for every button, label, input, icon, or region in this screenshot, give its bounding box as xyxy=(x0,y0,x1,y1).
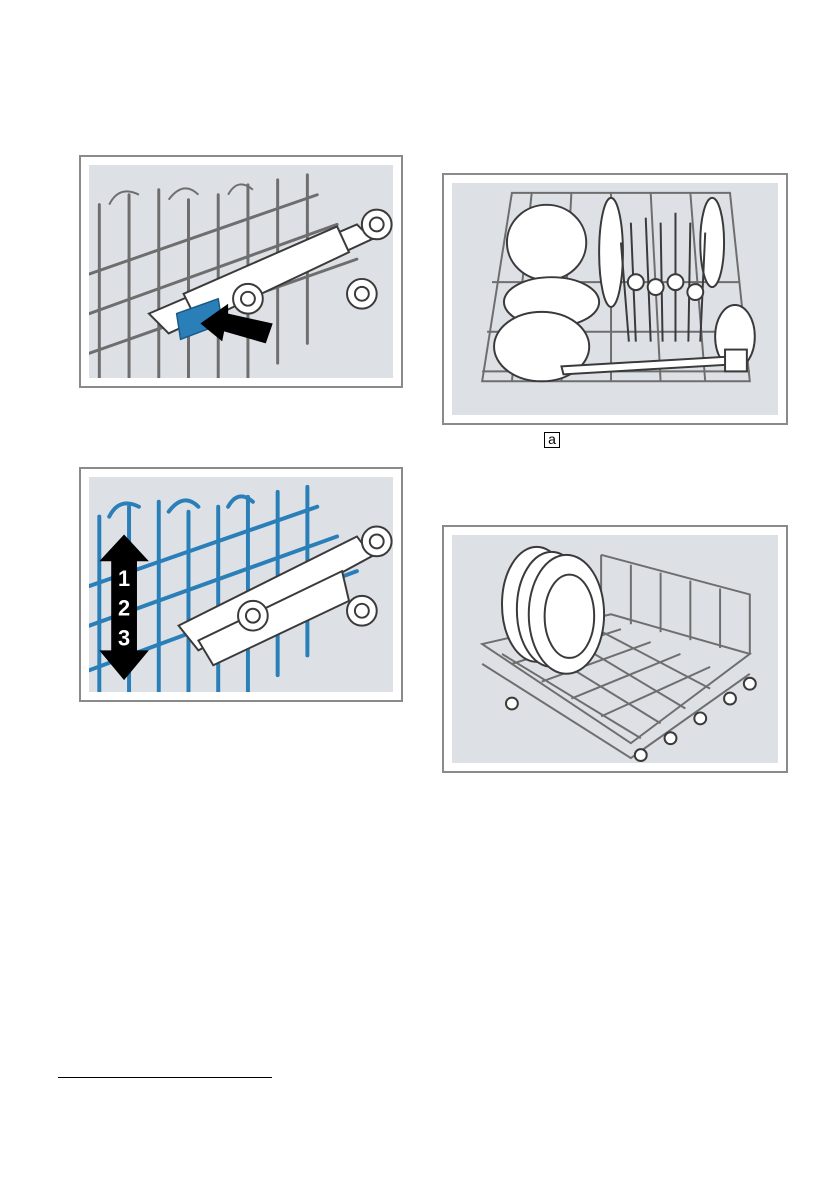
level-label: 1 xyxy=(118,566,130,591)
figure-rack-release-lever xyxy=(79,155,403,388)
figure-rack-height-levels: 1 2 3 xyxy=(79,467,403,702)
lower-basket-illustration xyxy=(452,535,778,763)
loaded-basket-illustration xyxy=(452,183,778,415)
footnote-divider xyxy=(58,1077,272,1078)
rack-height-illustration: 1 2 3 xyxy=(89,477,393,692)
figure-loaded-basket xyxy=(442,173,788,425)
rack-lever-illustration xyxy=(89,165,393,378)
callout-label: a xyxy=(544,432,560,448)
figure-lower-basket xyxy=(442,525,788,773)
level-label: 2 xyxy=(118,596,130,621)
level-label: 3 xyxy=(118,625,130,650)
